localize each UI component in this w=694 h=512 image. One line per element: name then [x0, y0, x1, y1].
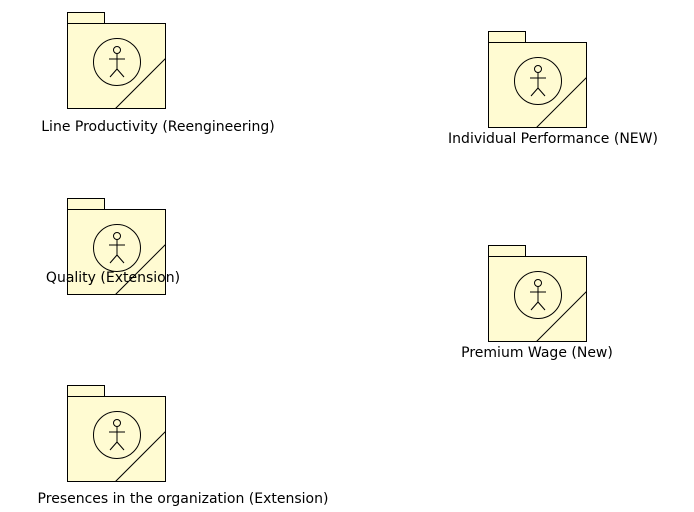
package-individual-performance[interactable]: [488, 31, 588, 129]
actor-icon: [514, 57, 562, 105]
package-presences[interactable]: [67, 385, 167, 483]
package-label: Premium Wage (New): [461, 345, 613, 361]
package-label: Quality (Extension): [45, 270, 181, 286]
package-folder-icon: [67, 198, 166, 295]
package-quality[interactable]: [67, 198, 167, 296]
package-folder-icon: [488, 31, 587, 128]
package-label: Line Productivity (Reengineering): [41, 119, 275, 135]
actor-icon: [93, 224, 141, 272]
package-folder-icon: [67, 12, 166, 109]
package-folder-icon: [67, 385, 166, 482]
actor-icon: [93, 411, 141, 459]
package-premium-wage[interactable]: [488, 245, 588, 343]
package-folder-icon: [488, 245, 587, 342]
package-line-productivity[interactable]: [67, 12, 167, 110]
package-label: Presences in the organization (Extension…: [37, 491, 329, 507]
actor-icon: [93, 38, 141, 86]
actor-icon: [514, 271, 562, 319]
package-label: Individual Performance (NEW): [448, 131, 658, 147]
